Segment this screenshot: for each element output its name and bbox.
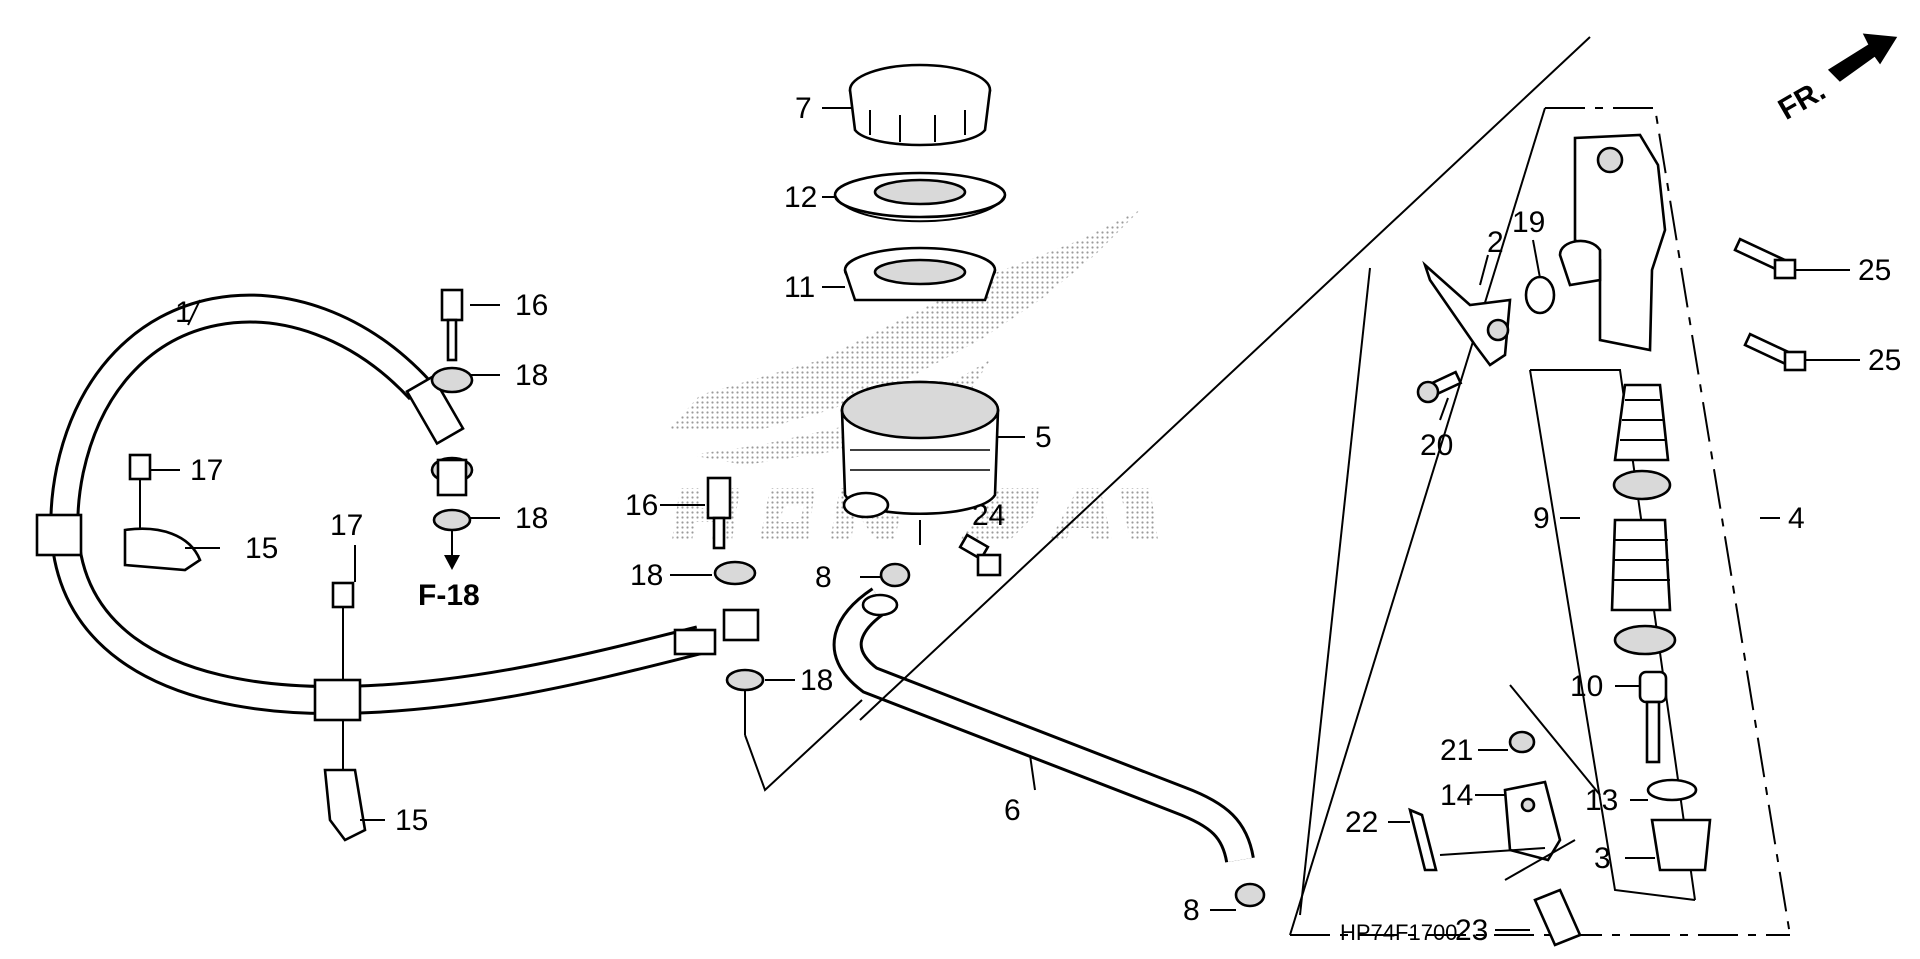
mounting-bolt-upper [1733,237,1797,280]
callout-9: 9 [1533,502,1550,535]
callout-16-lower: 16 [625,489,658,522]
callout-6: 6 [1004,794,1021,827]
callout-23: 23 [1455,914,1488,947]
callout-17-upper: 17 [190,454,223,487]
reservoir-bolt [958,533,1002,577]
callout-18-a: 18 [515,359,548,392]
callout-7: 7 [795,92,812,125]
clip-bolt-upper [123,453,202,572]
callout-8-upper: 8 [815,561,832,594]
leader-lines [150,107,1860,931]
mounting-bolt-lower [1743,332,1807,372]
callout-19: 19 [1512,206,1545,239]
callout-18-d: 18 [800,664,833,697]
callout-12: 12 [784,181,817,214]
brake-hose [35,293,717,722]
callout-1: 1 [175,296,192,329]
front-indicator-text: FR. [1773,74,1831,127]
callout-15-upper: 15 [245,532,278,565]
piston-set [1610,383,1677,656]
diaphragm [843,246,997,302]
cotter-pin [1408,807,1438,872]
lock-nut [1508,730,1536,754]
reservoir-cap [848,63,992,147]
callout-25-upper: 25 [1858,254,1891,287]
diagram-code: HP74F1700 [1340,920,1457,945]
circlip [1646,778,1698,802]
assembly-outline [859,36,1791,936]
pin-clip [1533,888,1582,947]
joint-lines [1439,684,1601,881]
front-arrow: FR. [1773,33,1898,127]
reference-page-label: F-18 [418,579,480,612]
hose-clip-upper [879,562,911,588]
callout-21: 21 [1440,734,1473,767]
callout-25-lower: 25 [1868,344,1901,377]
callout-4: 4 [1788,502,1805,535]
callout-3: 3 [1594,842,1611,875]
o-ring [1524,275,1556,315]
callout-11: 11 [784,271,815,304]
callout-10: 10 [1570,670,1603,703]
callout-2: 2 [1487,226,1504,259]
callout-15-lower: 15 [395,804,428,837]
joint-fitting [1422,260,1512,367]
middle-banjo-fitting [706,476,863,792]
reservoir-hose [832,587,1255,864]
upper-banjo-fitting [430,288,474,570]
callout-labels: 1 2 3 4 5 6 7 8 8 9 10 11 12 13 14 15 15… [175,92,1901,947]
boot [1650,818,1712,872]
callout-18-b: 18 [515,502,548,535]
callout-22: 22 [1345,806,1378,839]
callout-16-upper: 16 [515,289,548,322]
push-rod [1638,670,1668,764]
callout-14: 14 [1440,779,1473,812]
clip-bolt-lower [323,581,367,842]
callout-5: 5 [1035,421,1052,454]
master-cylinder [1558,133,1667,352]
reservoir-tank [840,380,1000,545]
callout-20: 20 [1420,429,1453,462]
hose-clip-lower [1234,882,1266,908]
diaphragm-plate [833,171,1007,223]
callout-24: 24 [972,499,1005,532]
callout-17-lower: 17 [330,509,363,542]
joint-screw [1416,370,1463,404]
push-rod-joint [1503,780,1562,862]
callout-13: 13 [1585,784,1618,817]
callout-18-c: 18 [630,559,663,592]
callout-8-lower: 8 [1183,894,1200,927]
